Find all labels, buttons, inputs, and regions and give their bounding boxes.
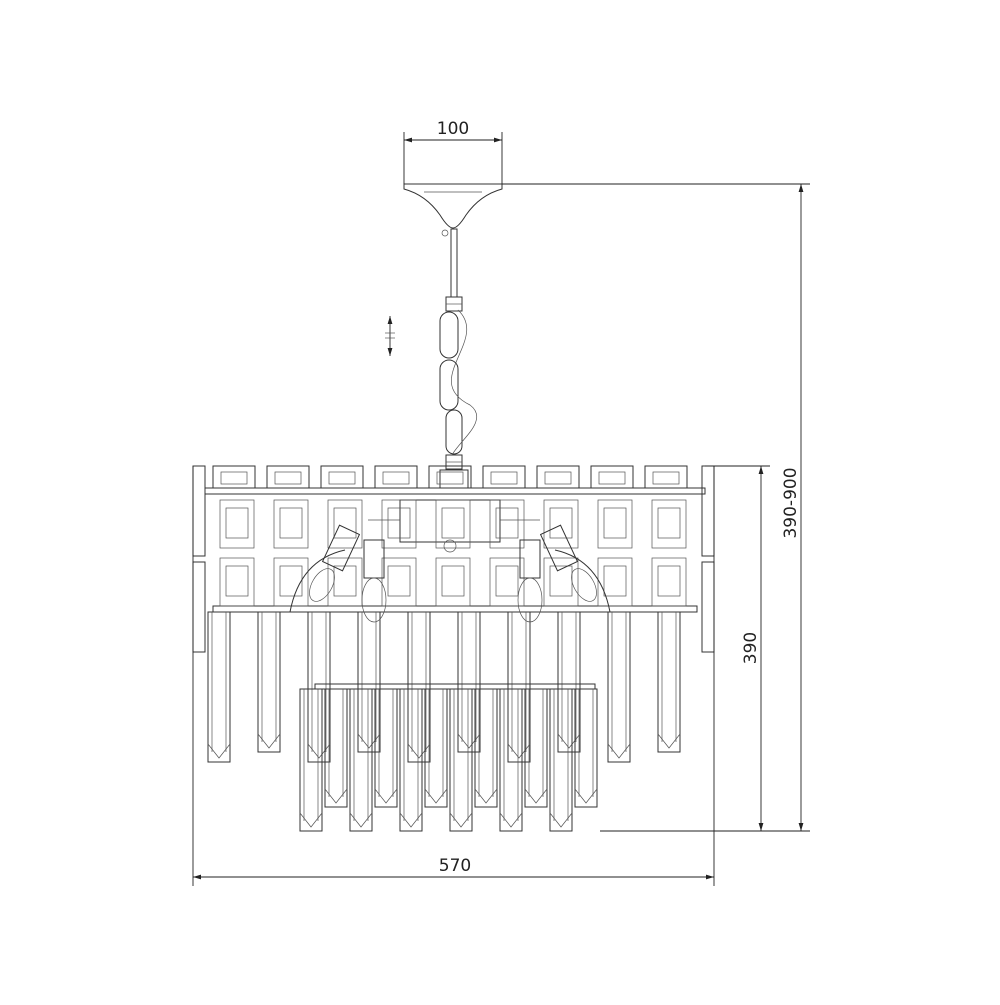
crystal-prism — [474, 688, 498, 808]
lower-frame — [314, 683, 596, 690]
crystal-plate — [482, 465, 526, 489]
crystal-plate-inner — [273, 557, 309, 607]
lower-crystal-tier — [299, 683, 598, 832]
crystal-prism — [349, 688, 373, 832]
crystal-prism — [324, 688, 348, 808]
upper-crystal-tier — [192, 465, 715, 763]
crystal-prism — [357, 611, 381, 753]
crystal-plate — [374, 465, 418, 489]
crystal-plate-inner — [489, 499, 525, 549]
crystal-prism — [657, 611, 681, 753]
side-plate-right-lower — [701, 561, 715, 653]
crystal-prism — [299, 688, 323, 832]
crystal-prism — [424, 688, 448, 808]
crystal-prism — [457, 611, 481, 753]
crystal-plate-inner — [381, 557, 417, 607]
dimension-total-height: 390-900 — [502, 183, 810, 832]
side-plate-left — [192, 465, 206, 557]
crystal-prism — [449, 688, 473, 832]
dimension-body-width: 570 — [192, 466, 715, 886]
crystal-plate — [266, 465, 310, 489]
crystal-prism — [399, 688, 423, 832]
crystal-plate-inner — [273, 499, 309, 549]
crystal-plate-inner — [327, 499, 363, 549]
crystal-prism — [499, 688, 523, 832]
crystal-prism — [549, 688, 573, 832]
crystal-prism — [507, 611, 531, 763]
crystal-plate-inner — [651, 557, 687, 607]
crystal-plate-inner — [489, 557, 525, 607]
crystal-prism — [574, 688, 598, 808]
crystal-plate — [536, 465, 580, 489]
crystal-plate-inner — [597, 499, 633, 549]
dimension-canopy-width: 100 — [403, 119, 503, 184]
crystal-prism — [407, 611, 431, 763]
crystal-plate-inner — [435, 557, 471, 607]
side-plate-right — [701, 465, 715, 557]
crystal-prism — [257, 611, 281, 753]
crystal-plate-inner — [543, 557, 579, 607]
canopy-width-label: 100 — [437, 119, 469, 139]
crystal-plate-inner — [219, 499, 255, 549]
side-plate-left-lower — [192, 561, 206, 653]
suspension-chain — [439, 228, 478, 470]
lamp-holders — [289, 524, 611, 623]
crystal-plate-inner — [219, 557, 255, 607]
total-height-label: 390-900 — [781, 467, 801, 538]
crystal-plate — [320, 465, 364, 489]
vertical-double-arrow-icon — [385, 316, 395, 356]
crystal-plate-inner — [543, 499, 579, 549]
crystal-prism — [307, 611, 331, 763]
crystal-prism — [557, 611, 581, 753]
ceiling-canopy — [403, 183, 503, 237]
crystal-plate-inner — [651, 499, 687, 549]
crystal-plate-inner — [435, 499, 471, 549]
crystal-prism — [607, 611, 631, 763]
crystal-prism — [207, 611, 231, 763]
crystal-plate — [428, 465, 472, 489]
crystal-prism — [524, 688, 548, 808]
crystal-plate — [590, 465, 634, 489]
dimension-body-height: 390 — [705, 465, 770, 831]
crystal-prism — [374, 688, 398, 808]
crystal-plate-inner — [381, 499, 417, 549]
crystal-plate — [212, 465, 256, 489]
body-width-label: 570 — [439, 856, 471, 876]
crystal-plate — [644, 465, 688, 489]
crystal-plate-inner — [597, 557, 633, 607]
body-height-label: 390 — [741, 632, 761, 664]
